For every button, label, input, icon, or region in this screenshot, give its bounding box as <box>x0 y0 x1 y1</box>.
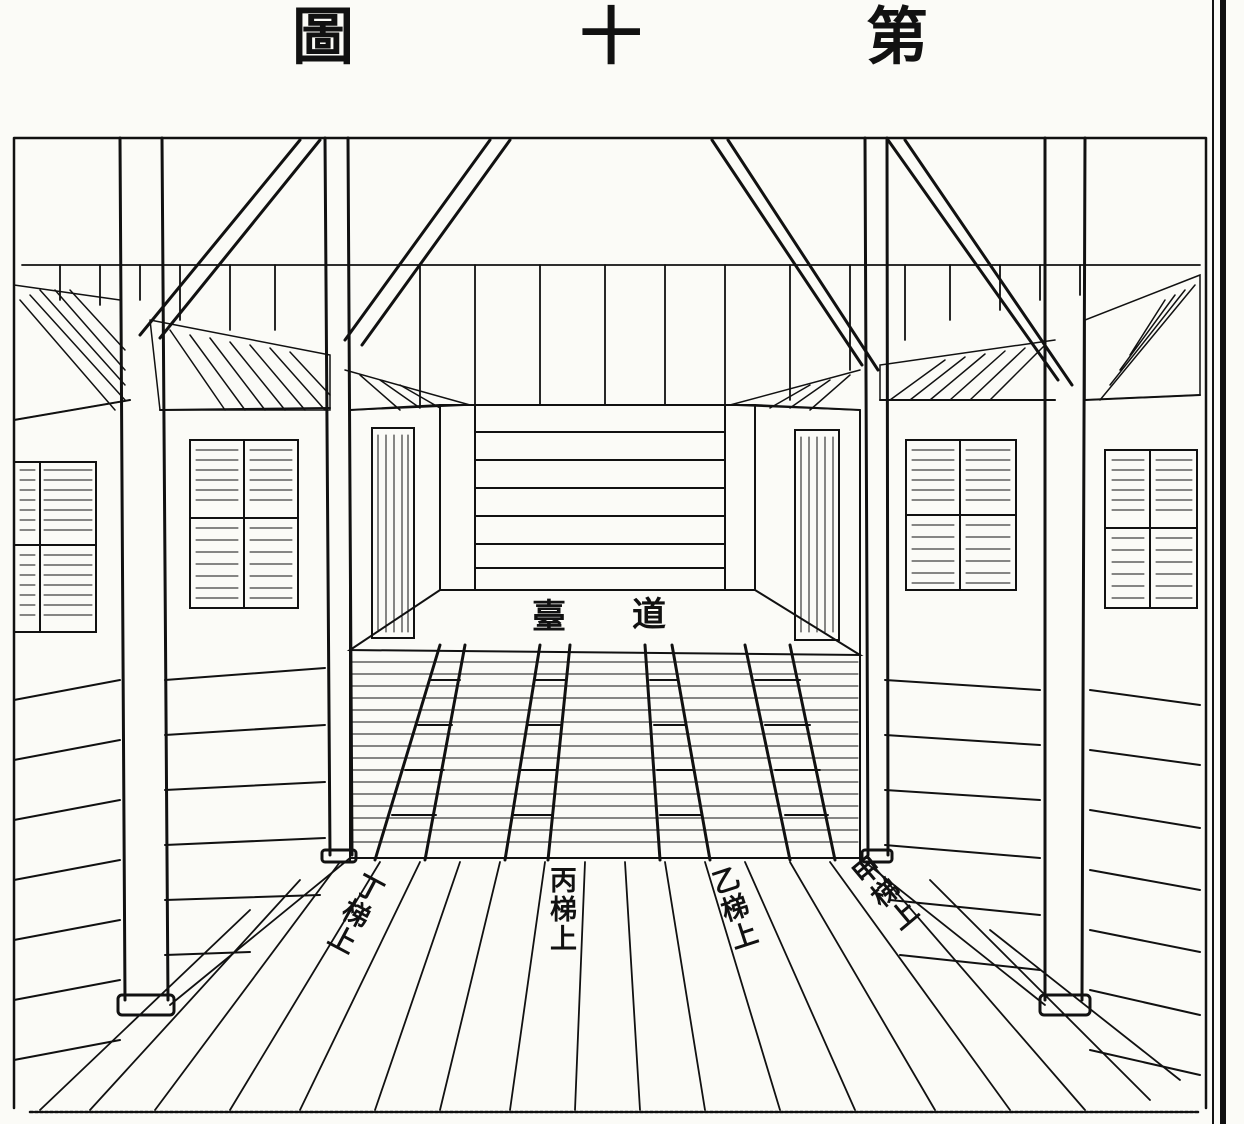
title-char-shi: 十 <box>580 0 643 73</box>
page-border-thick <box>1220 0 1226 1124</box>
ladder-label-bing: 丙梯上 <box>545 866 576 953</box>
stage-back-wall <box>439 404 756 591</box>
frame <box>12 136 1208 1110</box>
ladders <box>373 643 837 862</box>
left-wall <box>13 399 441 1061</box>
posts <box>116 136 1092 1017</box>
title-char-di: 第 <box>866 0 929 73</box>
platform-front-hatch <box>351 661 859 843</box>
page-border-thin <box>1212 0 1214 1124</box>
right-roof <box>729 273 1201 411</box>
platform-label-tai: 臺 <box>532 597 566 637</box>
ladder-rungs <box>391 679 829 816</box>
back-fence <box>21 264 1201 406</box>
left-roof <box>13 284 471 421</box>
platform-label-dao: 道 <box>632 595 666 635</box>
right-wall <box>754 394 1201 1076</box>
floor <box>39 857 1181 1111</box>
title-char-tu: 圖 <box>292 0 355 73</box>
left-wall-hatch <box>19 434 409 633</box>
braces <box>138 138 1074 387</box>
right-wall-hatch <box>800 436 1193 633</box>
